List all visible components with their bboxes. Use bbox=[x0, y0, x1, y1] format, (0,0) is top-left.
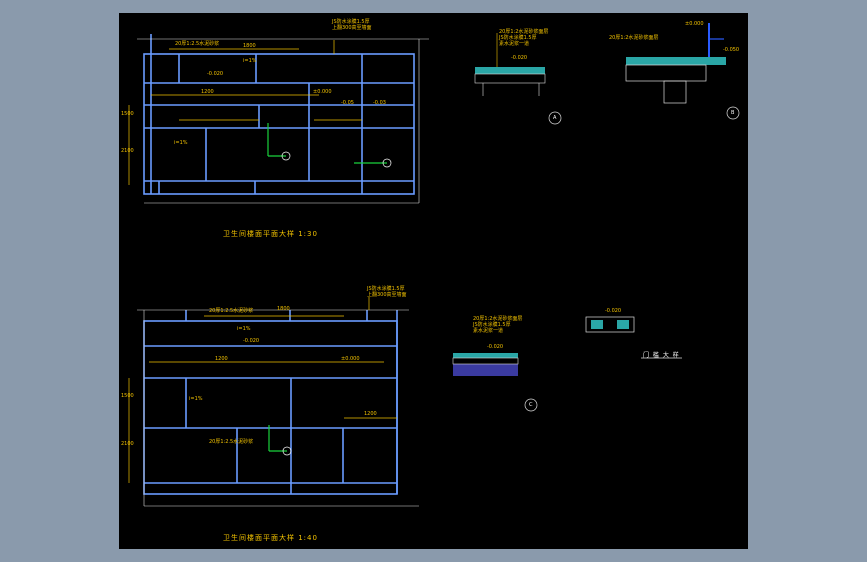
section-a-note-2: JS防水涂膜1.5厚 bbox=[499, 35, 537, 41]
plan2-note-waterproof: JS防水涂膜1.5厚 bbox=[367, 286, 405, 292]
plan2-dim-mid: 1800 bbox=[277, 306, 290, 312]
detail-d-level: -0.020 bbox=[605, 308, 622, 314]
plan1-frame bbox=[137, 38, 429, 204]
plan1-dim-mid: 1800 bbox=[243, 43, 256, 49]
section-a-level: -0.020 bbox=[511, 55, 528, 61]
plan1-title: 卫生间楼面平面大样 1:30 bbox=[223, 230, 318, 238]
plan2-drain bbox=[268, 425, 292, 456]
plan1-walls bbox=[143, 34, 415, 195]
plan2-title: 卫生间楼面平面大样 1:40 bbox=[223, 534, 318, 542]
plan2-walls bbox=[143, 310, 398, 495]
section-b-elev: ±0.000 bbox=[685, 21, 704, 27]
plan2-note-upturn: 上翻300高至墙面 bbox=[367, 292, 407, 298]
plan2-level: 1200 bbox=[364, 411, 377, 417]
section-c bbox=[452, 353, 538, 412]
section-c-level: -0.020 bbox=[487, 344, 504, 350]
plan2-elev-1: -0.020 bbox=[243, 338, 260, 344]
plan1-level-1: -0.05 bbox=[341, 100, 354, 106]
plan2-note-2: 20厚1:2.5水泥砂浆 bbox=[209, 439, 254, 445]
section-b-note-1: 20厚1:2水泥砂浆面层 bbox=[609, 35, 659, 41]
section-a-tag: A bbox=[553, 115, 557, 121]
plan2-dim-left: 1200 bbox=[215, 356, 228, 362]
section-a-note-1: 20厚1:2水泥砂浆面层 bbox=[499, 29, 549, 35]
plan1-note-upturn: 上翻300高至墙面 bbox=[332, 25, 372, 31]
plan1-axis-1: 1500 bbox=[121, 111, 134, 117]
drawing-sheet: JS防水涂膜1.5厚 上翻300高至墙面 20厚1:2.5水泥砂浆 1800 i… bbox=[119, 13, 748, 549]
plan2-note-slope: i=1% bbox=[189, 396, 203, 402]
plan2-elev-2: ±0.000 bbox=[341, 356, 360, 362]
section-a bbox=[474, 33, 562, 125]
plan1-elev-2: ±0.000 bbox=[313, 89, 332, 95]
section-c-tag: C bbox=[529, 402, 533, 408]
plan2-dims bbox=[128, 297, 397, 483]
cad-drawing bbox=[128, 23, 740, 507]
section-c-note-2: JS防水涂膜1.5厚 bbox=[473, 322, 511, 328]
plan1-drains bbox=[267, 123, 392, 168]
section-b-tag: B bbox=[731, 110, 735, 116]
plan2-axis-2: 2100 bbox=[121, 441, 134, 447]
plan1-note-waterproof: JS防水涂膜1.5厚 bbox=[332, 19, 370, 25]
plan2-frame bbox=[137, 309, 419, 507]
plan1-axis-2: 2100 bbox=[121, 148, 134, 154]
section-c-note-1: 20厚1:2水泥砂浆面层 bbox=[473, 316, 523, 322]
section-c-note-3: 素水泥浆一道 bbox=[473, 328, 504, 334]
plan1-dims bbox=[128, 40, 362, 185]
plan2-floor-note: 20厚1:2.5水泥砂浆 bbox=[209, 308, 254, 314]
plan1-slope: i=1% bbox=[243, 58, 257, 64]
plan1-level-2: -0.03 bbox=[373, 100, 386, 106]
section-a-note-3: 素水泥浆一道 bbox=[499, 41, 530, 47]
detail-d bbox=[585, 316, 682, 359]
plan1-note-slope: i=1% bbox=[174, 140, 188, 146]
detail-d-caption: 门 槛 大 样 bbox=[643, 352, 680, 359]
plan1-floor-note: 20厚1:2.5水泥砂浆 bbox=[175, 41, 220, 47]
plan1-elev-1: -0.020 bbox=[207, 71, 224, 77]
section-b bbox=[625, 23, 740, 120]
section-b-level: -0.050 bbox=[723, 47, 740, 53]
plan2-axis-1: 1500 bbox=[121, 393, 134, 399]
plan1-dim-left: 1200 bbox=[201, 89, 214, 95]
plan2-slope: i=1% bbox=[237, 326, 251, 332]
